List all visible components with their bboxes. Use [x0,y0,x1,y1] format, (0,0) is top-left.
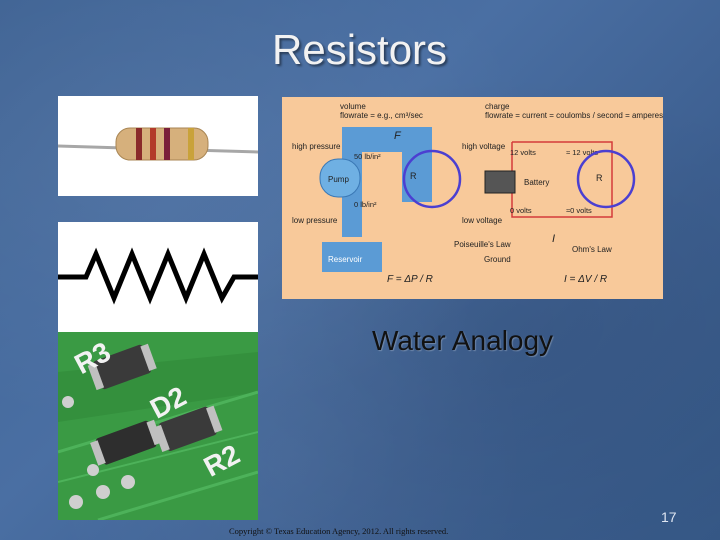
slide-title: Resistors [272,26,448,73]
flow-f-label: F [394,130,402,142]
high-voltage-label: high voltage [462,142,506,151]
voltage-0b-label: ≈0 volts [566,206,592,215]
ohms-law-label: Ohm's Law [572,245,612,254]
highlight-circle-left [402,149,462,209]
poiseuille-law-label: Poiseuille's Law [454,240,511,249]
pressure-0-label: 0 lb/in² [354,200,377,209]
pcb-photo: R3 D2 R2 [58,332,258,520]
resistor-photo [58,96,258,196]
voltage-12b-label: ≈ 12 volts [566,148,598,157]
charge-flowrate-label: flowrate = current = coulombs / second =… [485,111,663,120]
current-i-label: I [552,233,555,245]
ohms-equation: I = ΔV / R [564,274,607,285]
resistance-r-right: R [596,173,603,183]
water-analogy-caption: Water Analogy [372,325,554,356]
poiseuille-equation: F = ΔP / R [387,274,433,285]
reservoir-label: Reservoir [328,255,363,264]
voltage-12-label: 12 volts [510,148,536,157]
resistor-symbol [58,222,258,332]
page-number: 17 [661,509,677,525]
pressure-50-label: 50 lb/in² [354,152,381,161]
volume-flowrate-label: volume [340,102,366,111]
copyright-notice: Copyright © Texas Education Agency, 2012… [229,526,449,536]
highlight-circle-right [576,149,636,209]
pump-label: Pump [328,175,349,184]
low-voltage-label: low voltage [462,216,503,225]
low-pressure-label: low pressure [292,216,338,225]
svg-text:charge: charge [485,102,510,111]
ground-label: Ground [484,255,511,264]
voltage-0-label: 0 volts [510,206,532,215]
resistance-r-left: R [410,171,417,181]
high-pressure-label: high pressure [292,142,341,151]
water-analogy-diagram: volume flowrate = e.g., cm³/sec high pre… [282,97,663,299]
battery-label: Battery [524,178,549,187]
svg-text:flowrate = e.g., cm³/sec: flowrate = e.g., cm³/sec [340,111,423,120]
